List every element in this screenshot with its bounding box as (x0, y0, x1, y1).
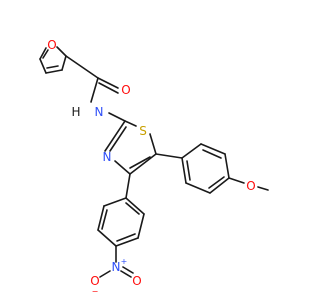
amide-linkage (65, 55, 126, 122)
nitro-oxygen-right-label: O (132, 274, 141, 288)
furan-ring (39, 46, 67, 74)
nitrophenyl-ring (97, 173, 145, 278)
methoxy-oxygen-label: O (246, 179, 255, 193)
amide-nitrogen-label: N (95, 105, 104, 119)
molecule-diagram: O O H N S N O N + O − O (39, 38, 269, 296)
nitro-oxygen-charge: − (92, 287, 99, 296)
thiazole-ring (104, 120, 157, 175)
nitro-nitrogen-charge: + (121, 257, 128, 266)
carbonyl-oxygen-label: O (121, 83, 130, 97)
thiazole-nitrogen-label: N (103, 150, 112, 164)
furan-oxygen-label: O (47, 38, 56, 52)
structure-svg: O O H N S N O N + O − O (39, 38, 269, 296)
nitro-oxygen-left-label: O (90, 274, 99, 288)
methoxyphenyl-ring (155, 143, 269, 194)
amide-hydrogen-label: H (71, 105, 80, 119)
thiazole-sulfur-label: S (139, 124, 147, 138)
nitro-nitrogen-label: N (112, 260, 121, 274)
